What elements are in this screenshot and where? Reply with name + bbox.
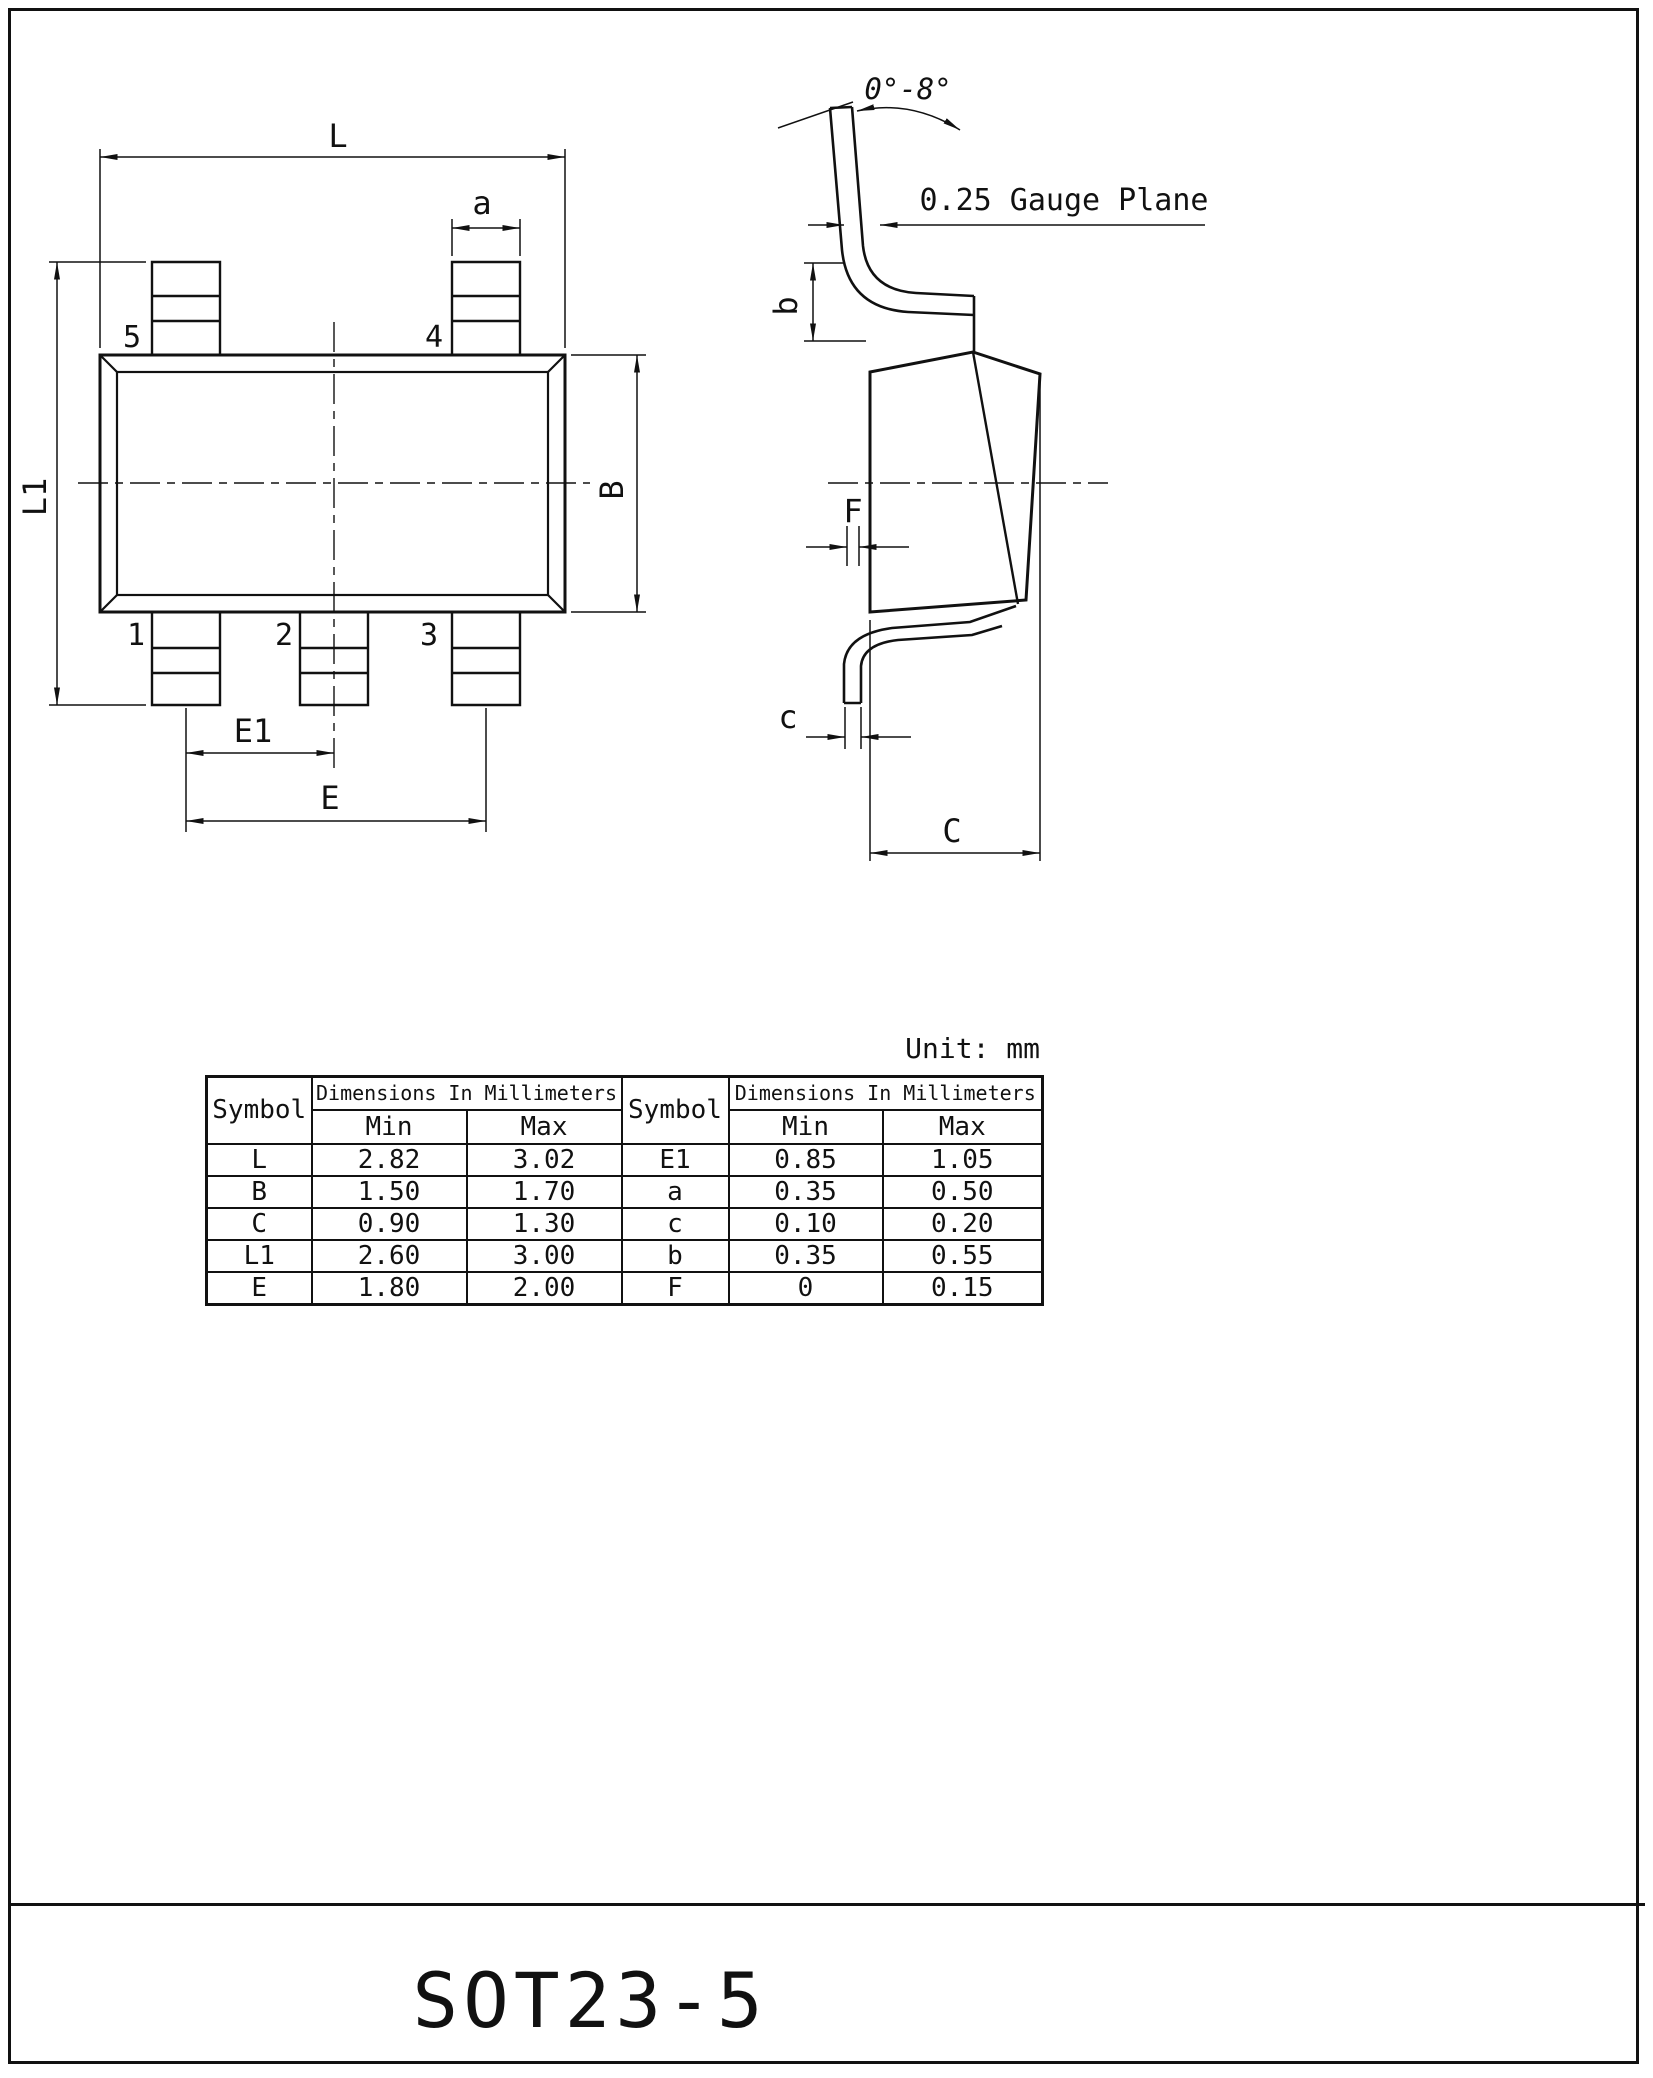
symbol-cell: E — [205, 1270, 313, 1305]
top-lead — [828, 105, 976, 352]
min-header-left: Min — [310, 1108, 468, 1145]
dim-label-B: B — [593, 480, 631, 499]
symbol-cell: L1 — [205, 1238, 313, 1273]
min-cell: 1.80 — [310, 1270, 468, 1305]
package-body-side-view — [868, 350, 1042, 614]
symbol-cell: a — [620, 1174, 730, 1209]
symbol-cell: E1 — [620, 1142, 730, 1177]
gauge-plane-label: 0.25 Gauge Plane — [920, 183, 1209, 218]
symbol-cell: b — [620, 1238, 730, 1273]
symbol-cell: B — [205, 1174, 313, 1209]
symbol-header-left: Symbol — [205, 1075, 313, 1145]
max-cell: 1.30 — [465, 1206, 623, 1241]
symbol-header-right: Symbol — [620, 1075, 730, 1145]
symbol-cell: F — [620, 1270, 730, 1305]
max-cell: 0.55 — [881, 1238, 1044, 1273]
dim-label-L: L — [328, 117, 347, 155]
center-lines — [78, 322, 590, 770]
title-block-divider — [8, 1903, 1645, 1906]
min-cell: 0 — [727, 1270, 884, 1305]
table-row: B 1.50 1.70 a 0.35 0.50 — [205, 1174, 1044, 1209]
max-header-left: Max — [465, 1108, 623, 1145]
max-cell: 2.00 — [465, 1270, 623, 1305]
max-cell: 0.50 — [881, 1174, 1044, 1209]
min-cell: 2.82 — [310, 1142, 468, 1177]
max-cell: 1.05 — [881, 1142, 1044, 1177]
min-cell: 0.35 — [727, 1174, 884, 1209]
pin-label-5: 5 — [123, 320, 141, 355]
symbol-cell: L — [205, 1142, 313, 1177]
table-row: C 0.90 1.30 c 0.10 0.20 — [205, 1206, 1044, 1241]
max-cell: 1.70 — [465, 1174, 623, 1209]
dim-label-E1: E1 — [234, 712, 273, 750]
min-cell: 2.60 — [310, 1238, 468, 1273]
unit-label: Unit: mm — [905, 1032, 1040, 1065]
max-header-right: Max — [881, 1108, 1044, 1145]
angle-label: 0°-8° — [864, 72, 951, 106]
side-view-dimension-lines — [777, 101, 1205, 861]
pin-label-2: 2 — [275, 618, 293, 653]
min-cell: 0.10 — [727, 1206, 884, 1241]
dim-label-C: C — [942, 812, 961, 850]
max-cell: 3.00 — [465, 1238, 623, 1273]
dims-header-left: Dimensions In Millimeters — [310, 1075, 623, 1111]
min-cell: 0.85 — [727, 1142, 884, 1177]
min-cell: 0.90 — [310, 1206, 468, 1241]
dim-label-b: b — [767, 296, 805, 315]
pin-label-3: 3 — [420, 618, 438, 653]
max-cell: 3.02 — [465, 1142, 623, 1177]
dim-label-c: c — [778, 698, 797, 736]
top-view: L a L1 B E1 E 5 4 1 2 3 — [16, 117, 646, 832]
max-cell: 0.20 — [881, 1206, 1044, 1241]
top-view-dimension-lines — [49, 149, 646, 832]
dims-header-right: Dimensions In Millimeters — [727, 1075, 1044, 1111]
min-cell: 1.50 — [310, 1174, 468, 1209]
min-header-right: Min — [727, 1108, 884, 1145]
table-row: E 1.80 2.00 F 0 0.15 — [205, 1270, 1044, 1305]
sheet-border — [8, 8, 1639, 2064]
side-view: 0°-8° 0.25 Gauge Plane b F c C — [767, 72, 1208, 861]
package-title: SOT23-5 — [412, 1956, 768, 2045]
bottom-lead — [842, 604, 1017, 705]
dimension-table: Symbol Dimensions In Millimeters Symbol … — [205, 1075, 1044, 1306]
table-row: L 2.82 3.02 E1 0.85 1.05 — [205, 1142, 1044, 1177]
dim-label-F: F — [843, 492, 862, 530]
dim-label-E: E — [320, 779, 339, 817]
table-row: L1 2.60 3.00 b 0.35 0.55 — [205, 1238, 1044, 1273]
symbol-cell: C — [205, 1206, 313, 1241]
dim-label-L1: L1 — [16, 478, 54, 517]
symbol-cell: c — [620, 1206, 730, 1241]
pin-label-4: 4 — [425, 320, 443, 355]
max-cell: 0.15 — [881, 1270, 1044, 1305]
pin-label-1: 1 — [127, 618, 145, 653]
dim-label-a: a — [472, 184, 491, 222]
min-cell: 0.35 — [727, 1238, 884, 1273]
